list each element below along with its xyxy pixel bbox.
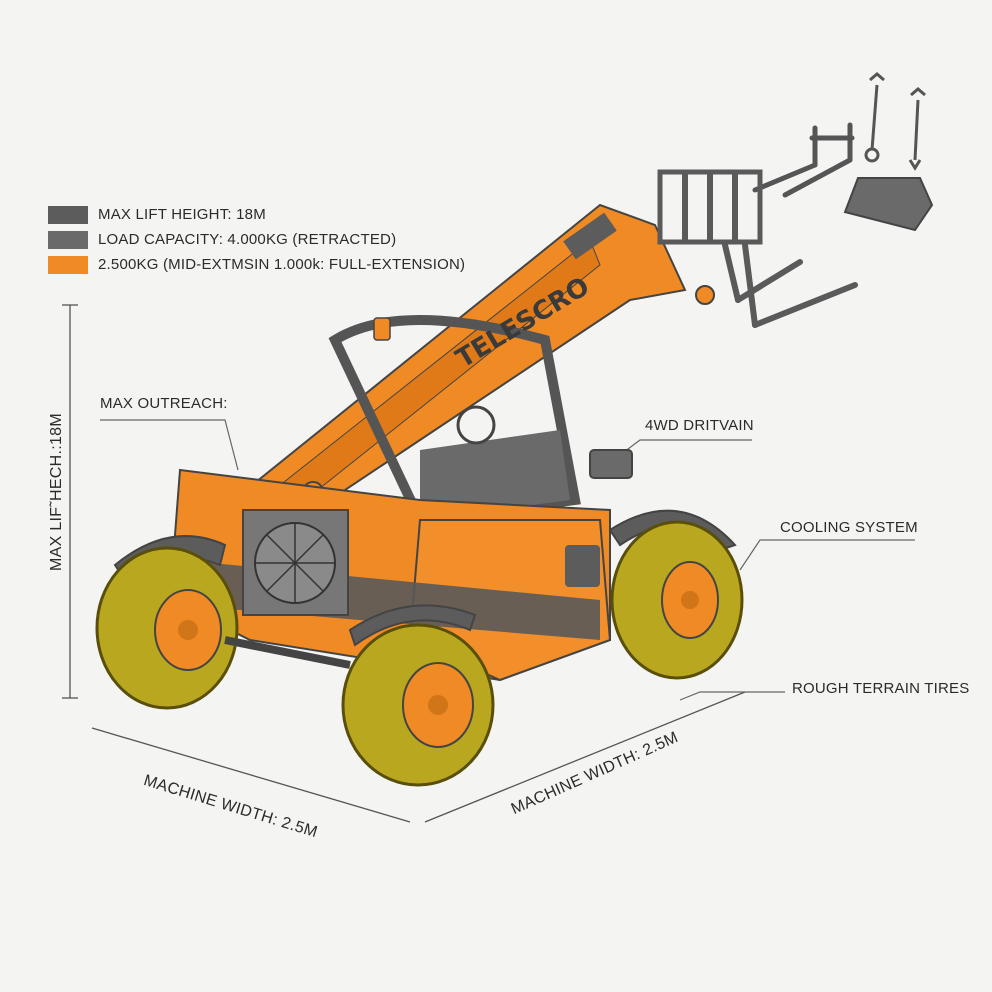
legend: MAX LIFT HEIGHT: 18M LOAD CAPACITY: 4.00… [48, 202, 465, 277]
pallet-fork-icon [752, 122, 855, 198]
legend-label: 2.500KG (MID-EXTMSIN 1.000k: FULL-EXTENS… [98, 256, 466, 273]
legend-item-load-capacity: LOAD CAPACITY: 4.000KG (RETRACTED) [48, 227, 465, 252]
legend-item-extension-capacity: 2.500KG (MID-EXTMSIN 1.000k: FULL-EXTENS… [48, 252, 465, 277]
legend-label: LOAD CAPACITY: 4.000KG (RETRACTED) [98, 231, 397, 248]
operator-cab [328, 315, 633, 526]
legend-label: MAX LIFT HEIGHT: 18M [98, 206, 266, 223]
outreach-leader [100, 419, 239, 471]
legend-item-lift-height: MAX LIFT HEIGHT: 18M [48, 202, 465, 227]
radiator [242, 509, 349, 616]
callout-rough-terrain-tires: ROUGH TERRAIN TIRES [792, 680, 970, 697]
axle [224, 636, 351, 669]
tire-rear-right [610, 520, 744, 680]
width-dimension-line-left [91, 727, 411, 823]
callout-max-outreach: MAX OUTREACH: [100, 395, 228, 412]
tire-front-left [95, 546, 239, 710]
wrench-icon [864, 72, 885, 163]
tire-front-right [341, 623, 495, 787]
fork-carriage [657, 169, 858, 328]
bucket-icon [843, 177, 934, 232]
height-dimension-label: MAX LIF˜HECH.:18M [48, 412, 65, 571]
spanner-icon [908, 87, 926, 171]
legend-swatch [48, 230, 88, 249]
width-dimension-line-right [424, 691, 746, 823]
legend-swatch [48, 255, 88, 274]
tires-leader [679, 691, 785, 701]
cooling-leader [739, 539, 915, 571]
callout-drivetrain: 4WD DRITVAIN [645, 417, 754, 434]
height-dimension-line [62, 304, 78, 699]
callout-cooling-system: COOLING SYSTEM [780, 519, 918, 536]
legend-swatch [48, 205, 88, 224]
